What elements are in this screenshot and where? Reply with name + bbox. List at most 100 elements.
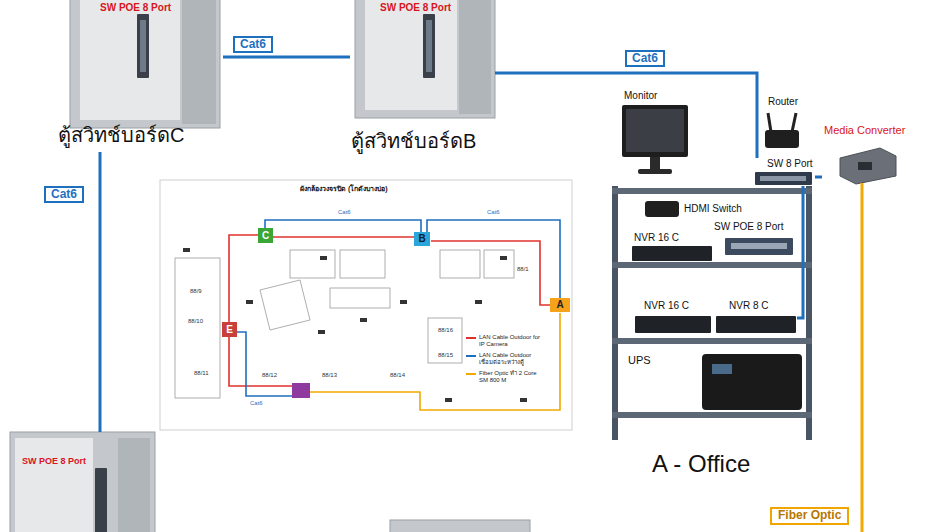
cable-label: Cat6 <box>250 400 263 407</box>
legend-text: Fiber Optic ทำ 2 Core SM 800 M <box>479 370 547 384</box>
nvr-recorder: NVR 16 C <box>632 298 712 338</box>
switch-cabinet: SW POE 8 Portตู้สวิทช์บอร์ดB <box>350 0 495 158</box>
node-label: SW POE 8 Port <box>100 2 171 14</box>
cable-connector <box>265 220 421 232</box>
node-label: HDMI Switch <box>684 203 742 215</box>
node-label: SW POE 8 Port <box>714 221 783 233</box>
hdmi-switch: HDMI Switch <box>640 196 765 222</box>
camera-icon <box>445 398 452 402</box>
cabinet-door <box>182 0 216 124</box>
media-converter: Media Converter <box>822 122 937 188</box>
router-antenna <box>768 113 771 132</box>
cable-connector <box>229 235 258 322</box>
node-label: C <box>262 231 269 241</box>
cable-label: Fiber Optic <box>770 507 849 525</box>
cable-connector <box>797 186 803 318</box>
camera-icon <box>520 398 527 402</box>
cabinet-marker: B <box>414 232 430 246</box>
media-converter-body <box>840 148 896 184</box>
network-switch: SW 8 Port <box>752 158 815 186</box>
ups-display <box>712 364 732 374</box>
cable-label: Cat6 <box>338 209 351 216</box>
node-label: B <box>418 234 425 244</box>
node-label: ผังกล้องวงจรปิด (โกดังบางบ่อ) <box>300 185 388 193</box>
room-number: 88/10 <box>188 318 203 325</box>
nvr-device <box>632 246 712 261</box>
junction-box <box>292 383 310 398</box>
camera-icon <box>318 330 325 334</box>
room-outline <box>440 250 480 278</box>
cable-connector <box>427 220 560 298</box>
rack-shelf <box>612 338 812 344</box>
poe-switch-strip <box>137 14 149 78</box>
room-outline <box>330 288 390 308</box>
legend-sample-line <box>466 337 476 339</box>
cable-label: Cat6 <box>44 186 84 203</box>
fiber-route <box>310 313 560 410</box>
cabinet-body <box>355 0 495 118</box>
switch-ports <box>140 20 146 72</box>
room-number: 88/11 <box>194 370 209 377</box>
room-number: 88/16 <box>438 327 453 334</box>
node-label: NVR 8 C <box>729 300 768 312</box>
room-number: 88/1 <box>517 266 529 273</box>
poe-switch-strip <box>95 468 107 532</box>
node-label: A - Office <box>652 450 750 478</box>
nvr-device <box>716 316 796 333</box>
fiber-optic-cable <box>861 183 864 532</box>
ups-unit: UPS <box>625 350 805 412</box>
camera-icon <box>475 300 482 304</box>
rack-shelf <box>612 262 812 268</box>
equipment-rack: A - Office HDMI SwitchNVR 16 C SW POE 8 Po… <box>600 186 825 486</box>
lan-camera-cable <box>229 337 292 386</box>
camera-icon <box>500 256 507 260</box>
cabinet-door <box>118 438 150 532</box>
cabinet-inner <box>365 0 457 110</box>
lan-camera-cable <box>431 241 550 305</box>
room-number: 88/15 <box>438 352 453 359</box>
camera-icon <box>320 256 327 260</box>
node-label: ตู้สวิทช์บอร์ดC <box>58 124 184 147</box>
poe-switch-strip <box>423 14 435 78</box>
cable-connector <box>273 236 414 238</box>
switch-cabinet: SW POE 8 Port ตู้สวิทช์บอร์ดC <box>55 0 223 152</box>
cable-label: Cat6 <box>625 50 665 67</box>
legend-sample-line <box>466 355 476 357</box>
room-outline <box>340 250 385 278</box>
legend-text: LAN Cable Outdoor for IP Camera <box>479 334 547 348</box>
room-outline <box>290 250 335 278</box>
room-outline <box>428 318 462 363</box>
rack-post <box>806 186 812 440</box>
legend-sample-line <box>466 373 476 375</box>
lan-link-cable <box>237 332 292 396</box>
monitor-base <box>638 169 672 174</box>
camera-icon <box>400 300 407 304</box>
cable-connector <box>99 152 102 432</box>
poe-switch-device <box>725 238 793 255</box>
nvr-device <box>635 316 711 333</box>
cable-connector <box>495 73 757 158</box>
node-label: SW POE 8 Port <box>22 456 86 466</box>
floor-plan: ผังกล้องวงจรปิด (โกดังบางบ่อ) C B A E <box>160 180 572 430</box>
node-label: SW POE 8 Port <box>380 2 451 14</box>
building-outline <box>260 280 310 330</box>
node-label: A <box>556 300 563 310</box>
switch-cabinet: SW POE 8 Port <box>10 432 158 532</box>
room-number: 88/13 <box>322 372 337 379</box>
router-device: Router <box>762 94 807 152</box>
router-antenna <box>792 113 796 132</box>
switch-ports <box>731 243 787 249</box>
poe-switch: SW POE 8 Port <box>712 218 798 260</box>
router-body <box>765 130 799 148</box>
floor-plan-sheet <box>160 180 572 430</box>
cabinet-marker: C <box>258 228 273 243</box>
nvr-recorder: NVR 8 C <box>715 298 797 338</box>
switch-body <box>755 172 812 185</box>
node-label: E <box>226 325 233 335</box>
monitor-stand <box>650 157 660 169</box>
room-outline <box>484 250 514 278</box>
room-number: 88/14 <box>390 372 405 379</box>
rack-post <box>612 186 618 440</box>
